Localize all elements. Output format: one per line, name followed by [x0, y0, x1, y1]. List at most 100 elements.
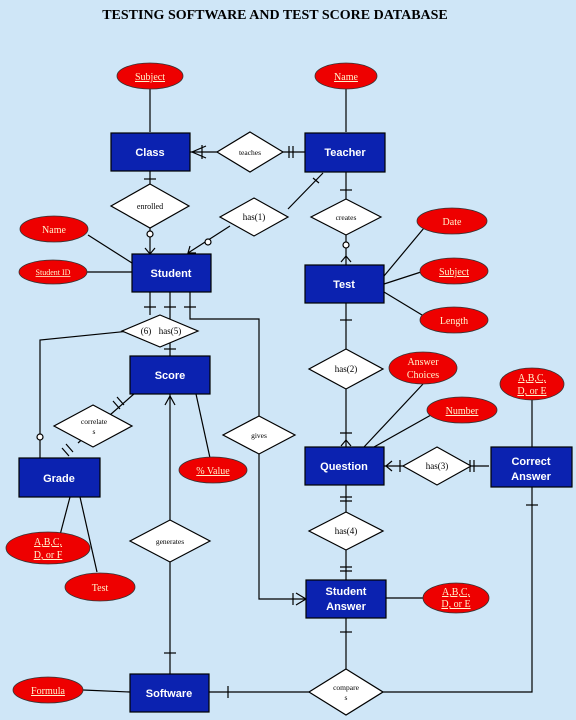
attribute-label: D, or F [34, 550, 63, 561]
line-question-number [373, 414, 432, 448]
attribute-correct-answer-value: A,B,C, D, or E [499, 367, 565, 401]
svg-text:Question: Question [320, 461, 368, 473]
svg-text:has(5): has(5) [159, 326, 182, 336]
attribute-label: Date [443, 217, 462, 228]
svg-text:Score: Score [155, 370, 186, 382]
attribute-test-subject: Subject [419, 257, 489, 285]
svg-text:s: s [93, 427, 96, 436]
relationship-creates: creates [309, 198, 383, 236]
attribute-label: Subject [439, 267, 469, 278]
line-has1-teacher [287, 172, 324, 210]
relationship-compares: compare s [307, 668, 385, 716]
svg-text:has(4): has(4) [335, 526, 358, 536]
relationship-has2: has(2) [307, 348, 385, 390]
entity-student-answer: Student Answer [305, 579, 387, 619]
attribute-label: Subject [135, 72, 165, 83]
relationship-enrolled: enrolled [109, 183, 191, 229]
svg-text:creates: creates [336, 213, 357, 222]
line-question-answerchoices [363, 383, 424, 448]
entity-software: Software [129, 673, 210, 713]
line-has6-grade [39, 330, 131, 458]
svg-text:gives: gives [251, 431, 267, 440]
attribute-label: D, or E [517, 386, 546, 397]
line-compares-correct [379, 487, 533, 693]
attribute-test-length: Length [419, 306, 489, 334]
entity-test: Test [304, 264, 385, 304]
attribute-label: A,B,C, [442, 587, 470, 598]
svg-text:Teacher: Teacher [324, 147, 366, 159]
attribute-label: Test [92, 583, 109, 594]
svg-text:Answer: Answer [326, 601, 366, 613]
attribute-label: Number [446, 406, 479, 417]
entity-grade: Grade [18, 457, 101, 498]
relationship-has1: has(1) [218, 197, 290, 237]
cardinality-marks [36, 145, 538, 698]
bar-teacher-teaches [288, 146, 294, 158]
line-grade-test [79, 496, 98, 573]
attribute-grade-value: A,B,C, D, or F [5, 531, 91, 565]
attribute-label: Choices [407, 370, 439, 381]
attribute-label: Student ID [36, 268, 71, 277]
attribute-student-id: Student ID [18, 259, 88, 285]
attribute-student-answer-value: A,B,C, D, or E [422, 582, 490, 614]
relationship-gives: gives [221, 415, 297, 455]
attribute-score-percent: % Value [178, 456, 248, 484]
diagram-title: TESTING SOFTWARE AND TEST SCORE DATABASE [102, 8, 448, 23]
entity-student: Student [131, 253, 212, 293]
svg-text:Answer: Answer [511, 471, 551, 483]
svg-text:Software: Software [146, 688, 192, 700]
attribute-software-formula: Formula [12, 676, 84, 704]
entity-teacher: Teacher [304, 132, 386, 173]
relationship-teaches: teaches [215, 131, 285, 173]
relationship-has3: has(3) [401, 446, 473, 486]
attribute-student-name: Name [19, 215, 89, 243]
attribute-label: % Value [196, 466, 230, 477]
svg-text:has(3): has(3) [426, 461, 449, 471]
entity-class: Class [110, 132, 191, 172]
relationship-correlates: correlate s [52, 404, 134, 448]
svg-text:has(1): has(1) [243, 212, 266, 222]
attribute-label: Answer [407, 357, 439, 368]
attribute-label: A,B,C, [34, 537, 62, 548]
svg-text:Correct: Correct [511, 456, 550, 468]
svg-text:Test: Test [333, 279, 355, 291]
line-software-formula [82, 689, 131, 693]
entity-question: Question [304, 446, 385, 486]
attribute-label: Name [42, 225, 66, 236]
svg-text:enrolled: enrolled [137, 202, 163, 211]
attribute-label: A,B,C, [518, 373, 546, 384]
line-student-gives-sanswer [189, 292, 306, 600]
crow-foot-class-teaches [190, 145, 207, 159]
line-grade-value [59, 496, 71, 536]
svg-text:correlate: correlate [81, 417, 108, 426]
attribute-question-answer-choices: Answer Choices [388, 351, 458, 385]
attribute-grade-test: Test [64, 572, 136, 602]
attribute-label: D, or E [441, 599, 470, 610]
attribute-label: Name [334, 72, 358, 83]
line-test-subject [383, 271, 422, 285]
attribute-teacher-name: Name [314, 62, 378, 90]
line-test-date [383, 227, 425, 277]
attribute-question-number: Number [426, 396, 498, 424]
line-student-name [87, 234, 133, 264]
relationship-has6-has5: (6) has(5) [120, 314, 200, 348]
relationship-has4: has(4) [307, 511, 385, 551]
svg-text:Student: Student [326, 586, 367, 598]
attribute-label: Length [440, 316, 468, 327]
attribute-label: Formula [31, 686, 65, 697]
line-test-length [383, 291, 428, 319]
line-score-value [195, 393, 211, 459]
svg-text:teaches: teaches [239, 148, 261, 157]
svg-text:generates: generates [156, 537, 184, 546]
entity-score: Score [129, 355, 211, 395]
svg-text:(6): (6) [141, 326, 152, 336]
svg-text:Grade: Grade [43, 473, 75, 485]
attribute-class-subject: Subject [116, 62, 184, 90]
svg-text:Class: Class [135, 147, 164, 159]
attribute-test-date: Date [416, 207, 488, 235]
svg-text:has(2): has(2) [335, 364, 358, 374]
relationship-generates: generates [128, 519, 212, 563]
entity-correct-answer: Correct Answer [490, 446, 573, 488]
